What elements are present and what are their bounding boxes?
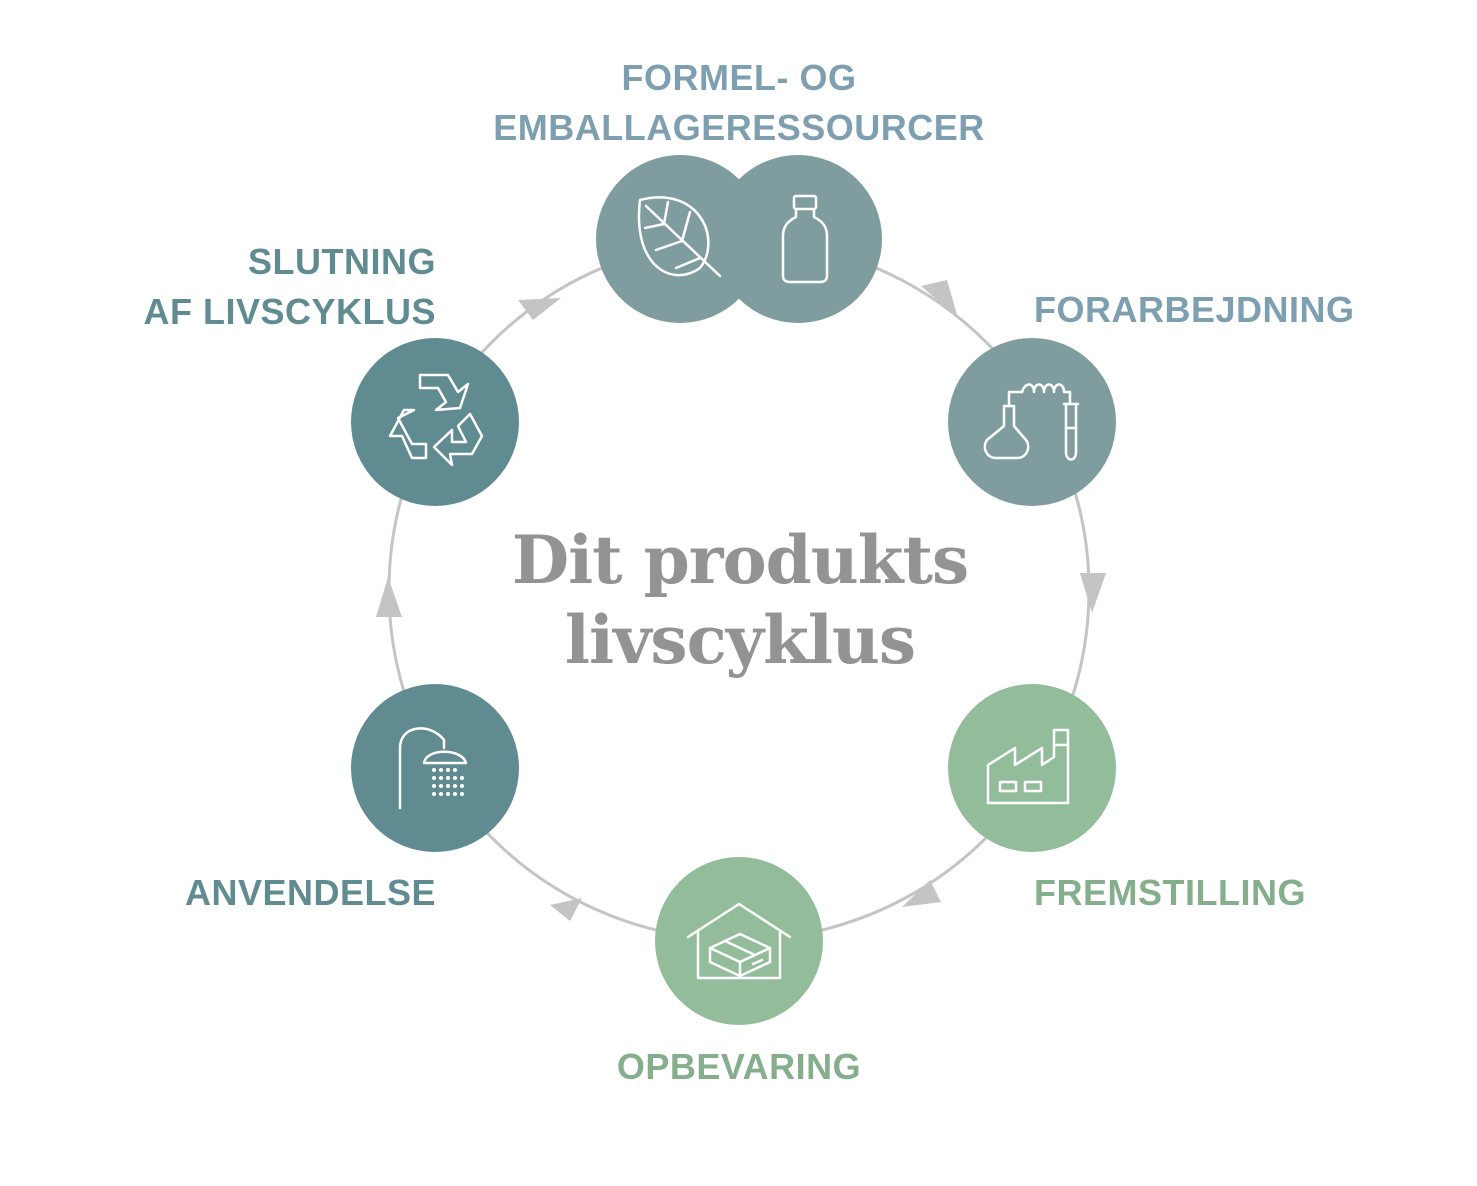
leaf-icon [637,196,722,278]
node-processing [948,338,1116,506]
lab-apparatus-icon [983,383,1080,461]
arrow-to-end-of-life [376,577,402,617]
label-use-line-1: ANVENDELSE [184,872,436,913]
label-storage: OPBEVARING [489,1042,989,1092]
label-resources-line-1: FORMEL- OG [621,57,857,98]
label-manufacturing: FREMSTILLING [1034,868,1306,918]
label-storage-line-1: OPBEVARING [616,1046,862,1087]
label-use: ANVENDELSE [36,868,436,918]
node-end-of-life [351,338,519,506]
arrow-to-processing [921,280,958,318]
bottle-icon [781,194,829,284]
arrow-to-storage [902,880,941,907]
shower-drops [432,768,464,796]
label-end-of-life: SLUTNING AF LIVSCYKLUS [36,237,436,337]
recycle-icon [388,373,484,467]
title-line-2: livscyklus [564,601,916,679]
arrow-to-use [550,898,582,921]
label-resources-line-2: EMBALLAGERESSOURCER [493,107,985,148]
label-processing: FORARBEJDNING [1034,285,1355,335]
warehouse-icon [686,902,792,980]
node-resources-right [714,155,882,323]
arrow-to-resources [518,298,561,320]
label-processing-line-1: FORARBEJDNING [1034,289,1355,330]
title-line-1: Dit produkts [511,521,969,599]
factory-icon [986,728,1070,805]
label-resources: FORMEL- OG EMBALLAGERESSOURCER [439,53,1039,153]
label-manufacturing-line-1: FREMSTILLING [1034,872,1306,913]
diagram-title: Dit produkts livscyklus [440,520,1040,680]
label-end-of-life-line-1: SLUTNING [248,241,436,282]
shower-icon [398,727,468,810]
node-storage [655,857,823,1025]
node-manufacturing [948,684,1116,852]
node-use [351,684,519,852]
arrow-to-manufacturing [1080,573,1106,613]
label-end-of-life-line-2: AF LIVSCYKLUS [143,291,436,332]
